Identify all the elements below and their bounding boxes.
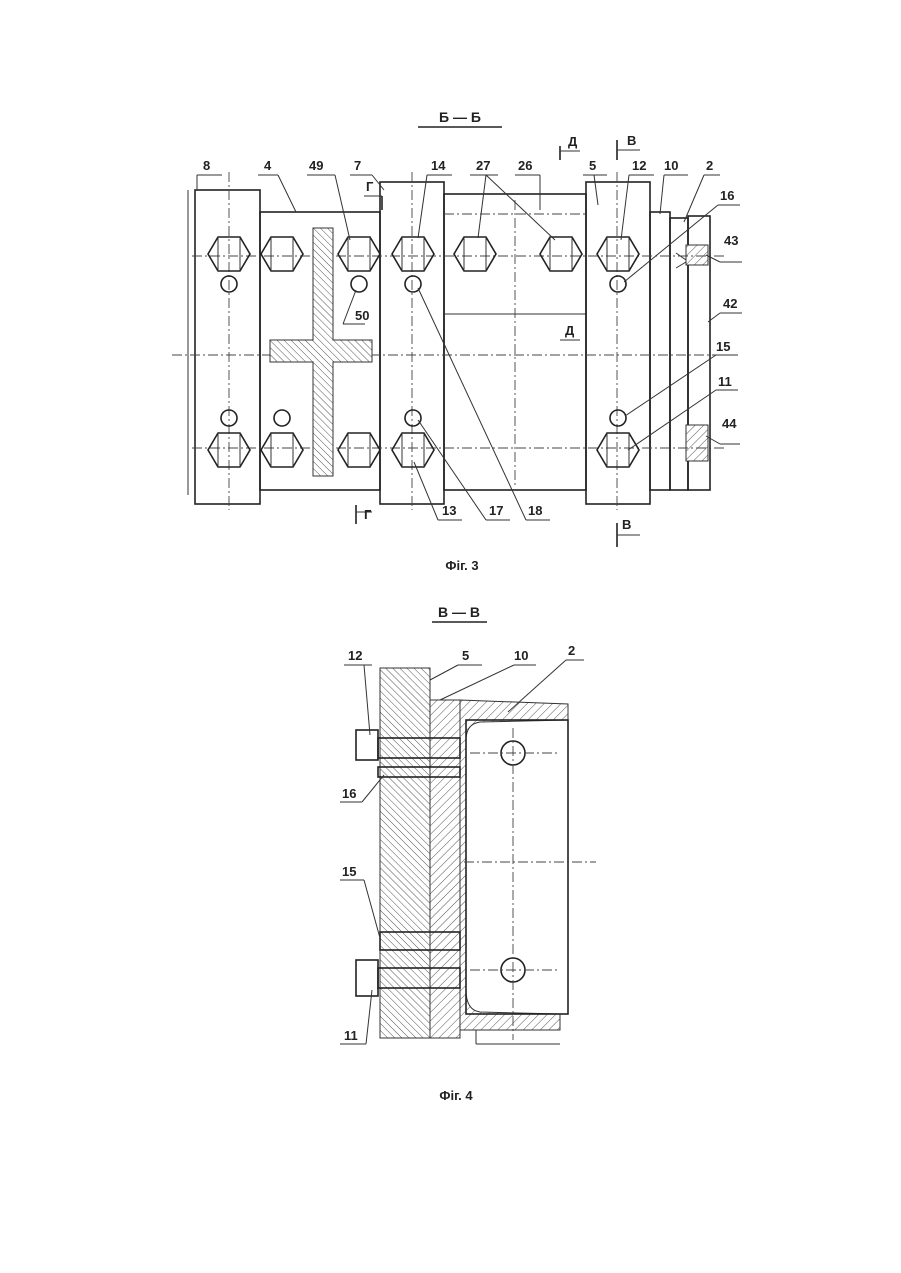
svg-text:7: 7 bbox=[354, 158, 361, 173]
svg-text:15: 15 bbox=[342, 864, 356, 879]
plate-5 bbox=[586, 182, 650, 504]
svg-text:17: 17 bbox=[489, 503, 503, 518]
svg-text:12: 12 bbox=[632, 158, 646, 173]
bracket-2-section bbox=[460, 700, 568, 1030]
svg-text:Д: Д bbox=[568, 134, 578, 149]
svg-text:В: В bbox=[627, 133, 636, 148]
insert-43 bbox=[686, 245, 708, 265]
fig4-section-title: В — В bbox=[438, 604, 480, 620]
svg-text:В: В bbox=[622, 517, 631, 532]
bolt-12-head bbox=[356, 730, 378, 760]
svg-text:15: 15 bbox=[716, 339, 730, 354]
svg-text:14: 14 bbox=[431, 158, 446, 173]
svg-text:16: 16 bbox=[720, 188, 734, 203]
fig4-caption: Фіг. 4 bbox=[439, 1088, 473, 1103]
svg-text:10: 10 bbox=[664, 158, 678, 173]
svg-text:18: 18 bbox=[528, 503, 542, 518]
svg-text:2: 2 bbox=[706, 158, 713, 173]
svg-text:Г: Г bbox=[366, 179, 374, 194]
svg-text:12: 12 bbox=[348, 648, 362, 663]
svg-text:5: 5 bbox=[589, 158, 596, 173]
svg-text:26: 26 bbox=[518, 158, 532, 173]
svg-text:4: 4 bbox=[264, 158, 272, 173]
svg-text:11: 11 bbox=[344, 1028, 358, 1043]
svg-text:50: 50 bbox=[355, 308, 369, 323]
svg-text:10: 10 bbox=[514, 648, 528, 663]
cut-marker-v: В В bbox=[617, 133, 640, 547]
svg-text:Г: Г bbox=[364, 507, 372, 522]
svg-text:42: 42 bbox=[723, 296, 737, 311]
fig3-section-title: Б — Б bbox=[439, 109, 481, 125]
svg-text:5: 5 bbox=[462, 648, 469, 663]
svg-text:44: 44 bbox=[722, 416, 737, 431]
svg-text:Д: Д bbox=[565, 323, 575, 338]
svg-text:49: 49 bbox=[309, 158, 323, 173]
svg-text:11: 11 bbox=[718, 374, 732, 389]
svg-text:16: 16 bbox=[342, 786, 356, 801]
insert-44 bbox=[686, 425, 708, 461]
figure-3: Б — Б bbox=[172, 109, 742, 573]
svg-text:13: 13 bbox=[442, 503, 456, 518]
bolt-11-head bbox=[356, 960, 378, 996]
part-2 bbox=[670, 218, 688, 490]
svg-text:2: 2 bbox=[568, 643, 575, 658]
svg-text:43: 43 bbox=[724, 233, 738, 248]
cross-element bbox=[270, 228, 372, 476]
figure-4: В — В 12 5 10 bbox=[340, 604, 596, 1103]
svg-text:8: 8 bbox=[203, 158, 210, 173]
plate-5-section bbox=[380, 668, 430, 1038]
svg-text:27: 27 bbox=[476, 158, 490, 173]
fig3-caption: Фіг. 3 bbox=[445, 558, 478, 573]
